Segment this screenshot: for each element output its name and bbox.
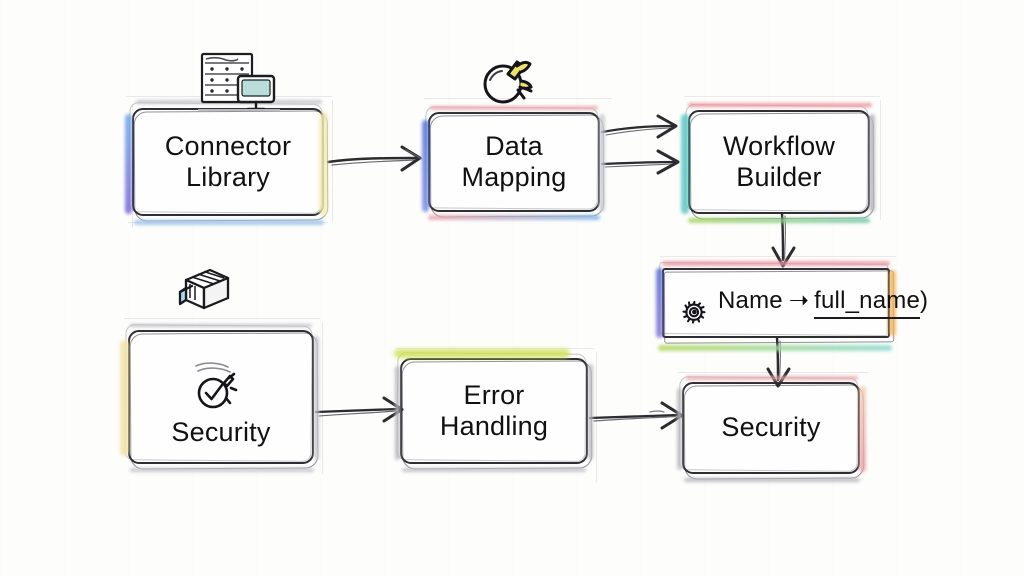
accent-right (314, 336, 319, 460)
node-error-handling[interactable]: Error Handling (394, 349, 593, 472)
guide-line (332, 100, 333, 222)
guide-line (128, 222, 328, 223)
node-workflow-builder[interactable]: Workflow Builder (681, 103, 875, 223)
accent-left (125, 114, 132, 214)
node-security-left[interactable]: Security (120, 324, 319, 472)
guide-line (596, 352, 597, 482)
arrow-error-to-security (588, 398, 696, 438)
accent-top (686, 376, 858, 380)
guide-line (880, 100, 881, 220)
node-label: Data Mapping (461, 130, 567, 192)
accent-bottom (428, 215, 600, 220)
field-target-name: full_name (814, 287, 921, 319)
arrow-mapping-to-workflow-upper (600, 112, 696, 146)
accent-top (662, 261, 890, 266)
node-label: Security (171, 416, 271, 447)
spreadsheet-monitor-icon (196, 48, 282, 114)
node-mapping-field[interactable]: Name ➝ full_name ) (656, 261, 928, 351)
database-box-icon (172, 264, 238, 322)
clock-pin-icon (480, 54, 546, 112)
field-expression: Name ➝ full_name ) (718, 287, 928, 319)
node-surface (688, 110, 870, 214)
accent-bottom (402, 468, 586, 472)
node-label: Error Handling (439, 379, 549, 441)
field-suffix: ) (920, 287, 929, 315)
accent-bottom (658, 345, 892, 351)
accent-bottom (130, 468, 314, 472)
guide-line (322, 322, 323, 474)
accent-bottom (134, 220, 324, 225)
gear-target-icon (680, 271, 710, 336)
arrow-security-to-error (314, 392, 414, 432)
arrow-mapping-to-workflow-lower (600, 148, 696, 182)
node-label: Workflow Builder (722, 130, 836, 192)
mapping-arrow-symbol: ➝ (788, 287, 810, 315)
accent-right (588, 364, 593, 460)
node-data-mapping[interactable]: Data Mapping (422, 106, 605, 220)
guide-line (660, 256, 896, 257)
node-surface (400, 358, 588, 464)
node-security-right[interactable]: Security (677, 376, 866, 482)
field-row-content: Name ➝ full_name ) (662, 268, 928, 338)
accent-right (859, 386, 866, 472)
accent-top (130, 324, 312, 327)
node-surface (682, 382, 860, 474)
node-surface (132, 108, 324, 216)
node-label: Security (721, 412, 821, 443)
node-connector-library[interactable]: Connector Library (125, 100, 329, 225)
node-surface (128, 330, 314, 464)
node-label: Connector Library (164, 130, 292, 192)
field-source-name: Name (718, 287, 783, 315)
accent-bottom (684, 478, 860, 482)
arrow-workflow-to-field (762, 212, 806, 274)
accent-top (688, 103, 872, 107)
accent-bottom (688, 218, 870, 223)
guide-line (396, 348, 594, 349)
guide-line (678, 372, 868, 373)
node-surface (428, 112, 600, 212)
accent-top (394, 349, 570, 358)
shield-check-icon (186, 358, 250, 416)
arrow-connector-to-mapping (326, 140, 436, 180)
guide-line (684, 96, 880, 97)
